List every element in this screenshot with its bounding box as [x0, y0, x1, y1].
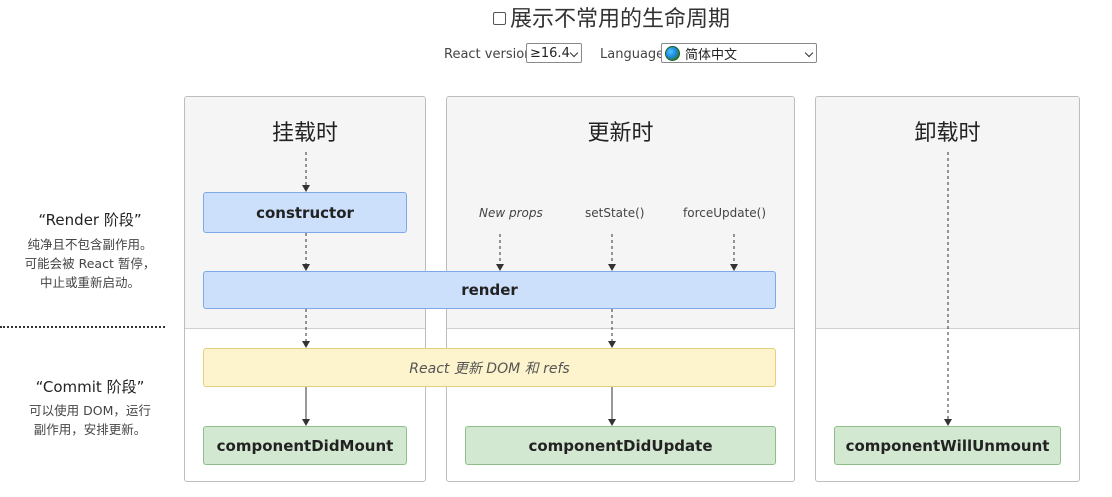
show-less-common-toggle[interactable]: 展示不常用的生命周期	[493, 2, 730, 32]
globe-icon	[665, 45, 680, 61]
language-select[interactable]: 简体中文	[661, 43, 817, 63]
component-did-mount-label: componentDidMount	[216, 436, 394, 455]
commit-phase-desc: 可以使用 DOM，运行 副作用，安排更新。	[0, 401, 180, 439]
chevron-down-icon	[804, 48, 814, 58]
language-label: Language	[600, 47, 665, 62]
mounting-title: 挂载时	[271, 121, 338, 146]
commit-phase-desc-line: 副作用，安排更新。	[33, 422, 147, 437]
force-update-trigger: forceUpdate()	[683, 206, 767, 220]
react-version-select[interactable]: ≥16.4	[526, 43, 582, 63]
react-updates-dom-box: React 更新 DOM 和 refs	[203, 348, 776, 387]
set-state-trigger: setState()	[585, 206, 645, 220]
show-less-common-label: 展示不常用的生命周期	[510, 7, 731, 32]
react-updates-dom-label: React 更新 DOM 和 refs	[409, 360, 570, 377]
render-label: render	[461, 281, 518, 299]
render-phase-desc-line: 中止或重新启动。	[39, 275, 140, 290]
phase-divider	[0, 326, 165, 328]
component-did-update-box[interactable]: componentDidUpdate	[465, 426, 776, 465]
component-did-mount-box[interactable]: componentDidMount	[203, 426, 407, 465]
constructor-label: constructor	[256, 203, 354, 222]
render-phase-desc-line: 纯净且不包含副作用。	[27, 237, 153, 252]
render-phase-title: “Render 阶段”	[38, 211, 142, 229]
component-will-unmount-label: componentWillUnmount	[845, 436, 1050, 455]
updating-title: 更新时	[587, 121, 654, 146]
checkbox-icon[interactable]	[493, 12, 506, 25]
chevron-down-icon	[569, 48, 579, 58]
render-phase-desc: 纯净且不包含副作用。 可能会被 React 暂停， 中止或重新启动。	[0, 235, 180, 292]
commit-phase-desc-line: 可以使用 DOM，运行	[29, 403, 151, 418]
render-phase-desc-line: 可能会被 React 暂停，	[24, 256, 156, 271]
react-version-value: ≥16.4	[530, 45, 570, 61]
render-box[interactable]: render	[203, 271, 776, 309]
react-version-label: React version	[444, 47, 533, 62]
component-did-update-label: componentDidUpdate	[528, 436, 713, 455]
component-will-unmount-box[interactable]: componentWillUnmount	[834, 426, 1061, 465]
unmounting-title: 卸载时	[914, 121, 981, 146]
commit-phase-title: “Commit 阶段”	[35, 378, 145, 396]
constructor-box[interactable]: constructor	[203, 192, 407, 233]
new-props-trigger: New props	[479, 206, 543, 220]
unmounting-column: 卸载时	[815, 96, 1080, 482]
language-value: 简体中文	[685, 47, 738, 63]
